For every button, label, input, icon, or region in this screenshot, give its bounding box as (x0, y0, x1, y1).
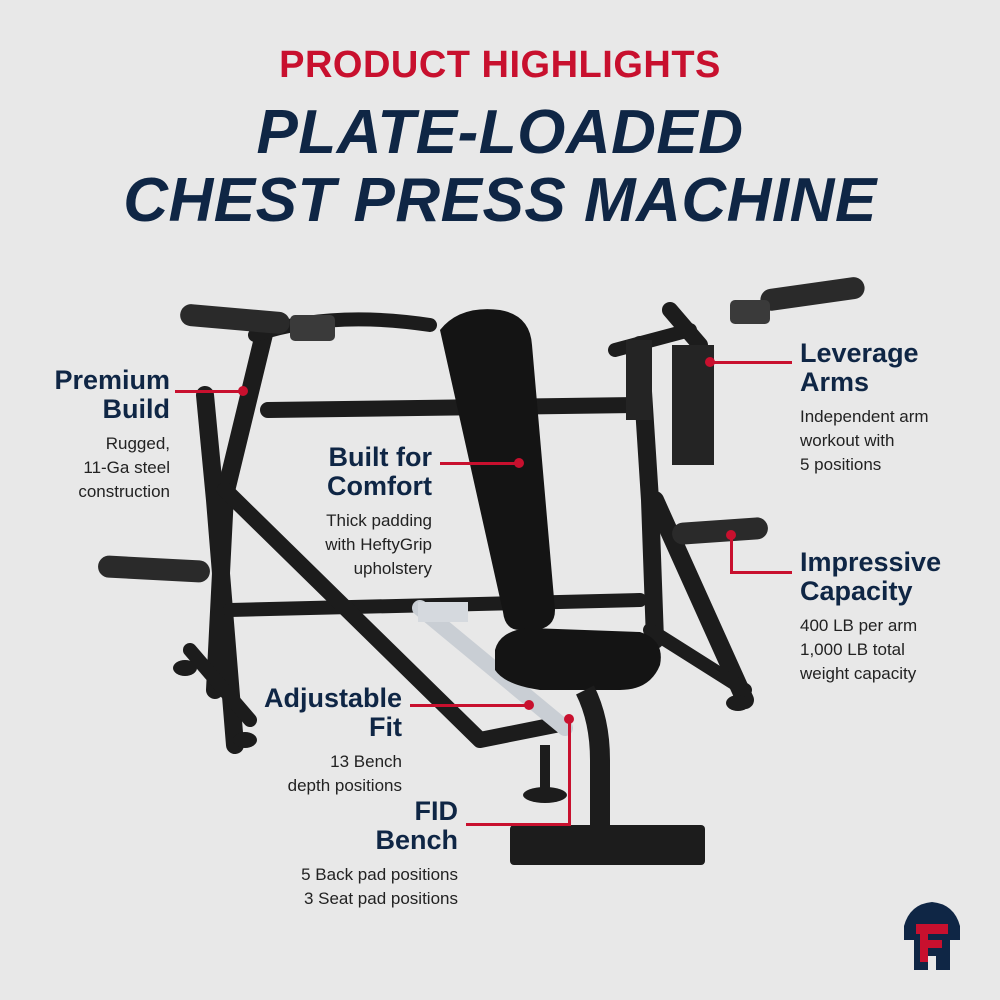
callout-leverage-arms: Leverage Arms Independent arm workout wi… (800, 339, 990, 477)
callout-capacity-desc: 400 LB per arm 1,000 LB total weight cap… (800, 616, 918, 683)
callout-adjustable-title: Adjustable Fit (263, 683, 402, 742)
callout-fid-desc: 5 Back pad positions 3 Seat pad position… (301, 865, 458, 908)
fid-leader-horizontal (466, 823, 570, 826)
callout-comfort-desc: Thick padding with HeftyGrip upholstery (325, 511, 432, 578)
callout-fid-bench: FID Bench 5 Back pad positions 3 Seat pa… (258, 797, 458, 911)
adjustable-leader-line (410, 704, 528, 707)
callout-premium-build: Premium Build Rugged, 11-Ga steel constr… (20, 366, 170, 504)
callout-adjustable-desc: 13 Bench depth positions (287, 752, 402, 795)
fid-leader-vertical (568, 718, 571, 826)
adjustable-leader-dot (524, 700, 534, 710)
product-title-line-2: CHEST PRESS MACHINE (123, 166, 877, 235)
callout-premium-title: Premium Build (54, 365, 170, 424)
callout-built-for-comfort: Built for Comfort Thick padding with Hef… (270, 443, 432, 581)
callout-fid-title: FID Bench (375, 796, 458, 855)
capacity-leader-vertical (730, 535, 733, 573)
callout-leverage-title: Leverage Arms (800, 338, 919, 397)
callout-premium-desc: Rugged, 11-Ga steel construction (78, 434, 170, 501)
section-kicker: PRODUCT HIGHLIGHTS (279, 44, 721, 86)
comfort-leader-dot (514, 458, 524, 468)
brand-shield-logo-icon (904, 902, 960, 970)
leverage-leader-line (712, 361, 792, 364)
fid-leader-dot (564, 714, 574, 724)
callout-impressive-capacity: Impressive Capacity 400 LB per arm 1,000… (800, 548, 995, 686)
callout-adjustable-fit: Adjustable Fit 13 Bench depth positions (240, 684, 402, 798)
premium-leader-line (175, 390, 243, 393)
capacity-leader-horizontal (730, 571, 792, 574)
callout-leverage-desc: Independent arm workout with 5 positions (800, 407, 929, 474)
callout-comfort-title: Built for Comfort (327, 442, 432, 501)
callout-capacity-title: Impressive Capacity (800, 547, 942, 606)
premium-leader-dot (238, 386, 248, 396)
product-title-line-1: PLATE-LOADED (256, 98, 744, 167)
capacity-leader-dot (726, 530, 736, 540)
comfort-leader-line (440, 462, 518, 465)
leverage-leader-dot (705, 357, 715, 367)
